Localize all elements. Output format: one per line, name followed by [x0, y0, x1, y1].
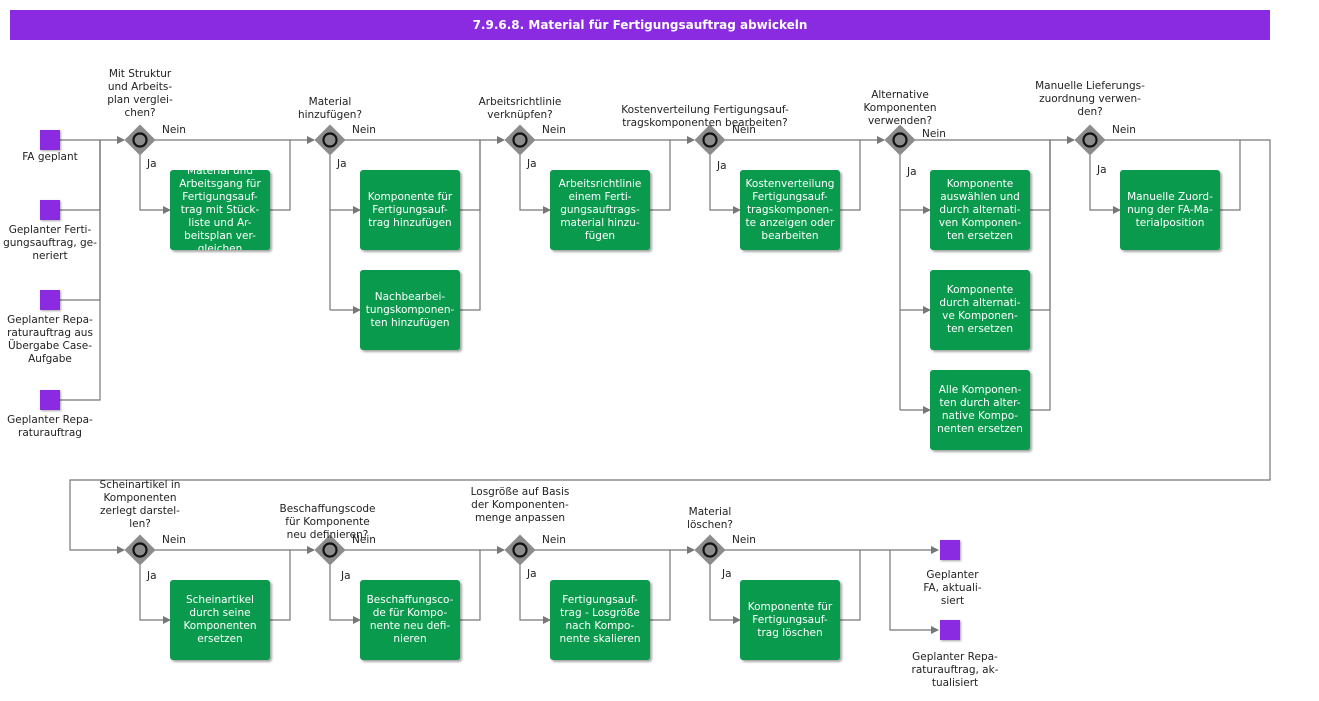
task-kostenverteilung[interactable]: Kostenverteilung Fertigungsauf- tragskom… [740, 170, 840, 250]
no-label: Nein [922, 128, 946, 140]
yes-label: Ja [722, 568, 732, 580]
task-scheinartikel-ersetzen[interactable]: Scheinartikel durch seine Komponenten er… [170, 580, 270, 660]
event-label: Geplanter Repa- raturauftrag aus Übergab… [7, 314, 93, 365]
gateway-diamond [1073, 123, 1107, 157]
yes-label: Ja [527, 158, 537, 170]
event-label: Geplanter Repa- raturauftrag, ak- tualis… [911, 651, 999, 689]
no-label: Nein [732, 124, 756, 136]
yes-label: Ja [527, 568, 537, 580]
yes-label: Ja [1097, 164, 1107, 176]
gateway-question: Kostenverteilung Fertigungsauf- tragskom… [621, 104, 789, 129]
event-label: Geplanter Ferti- gungsauftrag, ge- nerie… [3, 224, 97, 262]
event-label: Geplanter Repa- raturauftrag [7, 414, 93, 439]
event-label: FA geplant [22, 151, 78, 163]
yes-label: Ja [717, 160, 727, 172]
gateway-question: Material hinzufügen? [297, 96, 363, 121]
no-label: Nein [732, 534, 756, 546]
no-label: Nein [542, 534, 566, 546]
task-komponente-alternativ-ersetzen[interactable]: Komponente durch alternati- ve Komponen-… [930, 270, 1030, 350]
gateway-diamond [693, 533, 727, 567]
task-komponente-auswaehlen-ersetzen[interactable]: Komponente auswählen und durch alternati… [930, 170, 1030, 250]
task-arbeitsrichtlinie[interactable]: Arbeitsrichtlinie einem Ferti- gungsauft… [550, 170, 650, 250]
task-material-vergleichen[interactable]: Material und Arbeitsgang für Fertigungsa… [170, 170, 270, 250]
gateway-diamond [883, 123, 917, 157]
no-label: Nein [162, 534, 186, 546]
task-alle-komponenten-ersetzen[interactable]: Alle Komponen- ten durch alter- native K… [930, 370, 1030, 450]
gateway-question: Losgröße auf Basis der Komponenten- meng… [470, 486, 570, 524]
gateway-question: Beschaffungscode für Komponente neu defi… [279, 503, 376, 541]
yes-label: Ja [147, 570, 157, 582]
gateway-question: Material löschen? [687, 506, 733, 531]
gateway-question: Scheinartikel in Komponenten zerlegt dar… [99, 479, 181, 530]
task-manuelle-zuordnung[interactable]: Manuelle Zuord- nung der FA-Ma- terialpo… [1120, 170, 1220, 250]
start-event-geplanter-fertigungsauftrag [40, 200, 60, 220]
yes-label: Ja [337, 158, 347, 170]
end-event-reparaturauftrag-aktualisiert [940, 620, 960, 640]
gateway-diamond [123, 533, 157, 567]
gateway-diamond [503, 123, 537, 157]
start-event-fa-geplant [40, 130, 60, 150]
gateway-diamond [313, 123, 347, 157]
task-komponente-hinzufuegen[interactable]: Komponente für Fertigungsauf- trag hinzu… [360, 170, 460, 250]
gateway-question: Mit Struktur und Arbeits- plan verglei- … [107, 68, 173, 119]
event-label: Geplanter FA, aktuali- siert [923, 569, 982, 607]
yes-label: Ja [907, 166, 917, 178]
task-losgroesse-skalieren[interactable]: Fertigungsauf- trag - Losgröße nach Komp… [550, 580, 650, 660]
no-label: Nein [1112, 124, 1136, 136]
gateway-question: Manuelle Lieferungs- zuordnung verwen- d… [1035, 80, 1145, 118]
yes-label: Ja [147, 158, 157, 170]
gateway-question: Arbeitsrichtlinie verknüpfen? [478, 96, 562, 121]
no-label: Nein [162, 124, 186, 136]
gateway-diamond [123, 123, 157, 157]
no-label: Nein [352, 534, 376, 546]
gateway-diamond [503, 533, 537, 567]
yes-label: Ja [341, 570, 351, 582]
gateway-question: Alternative Komponenten verwenden? [863, 89, 937, 127]
task-komponente-loeschen[interactable]: Komponente für Fertigungsauf- trag lösch… [740, 580, 840, 660]
end-event-fa-aktualisiert [940, 540, 960, 560]
no-label: Nein [352, 124, 376, 136]
task-nachbearbeitungskomponenten[interactable]: Nachbearbei- tungskomponen- ten hinzufüg… [360, 270, 460, 350]
start-event-reparaturauftrag [40, 390, 60, 410]
diagram-title: 7.9.6.8. Material für Fertigungsauftrag … [10, 10, 1270, 40]
no-label: Nein [542, 124, 566, 136]
start-event-reparaturauftrag-case [40, 290, 60, 310]
task-beschaffungscode[interactable]: Beschaffungsco- de für Kompo- nente neu … [360, 580, 460, 660]
